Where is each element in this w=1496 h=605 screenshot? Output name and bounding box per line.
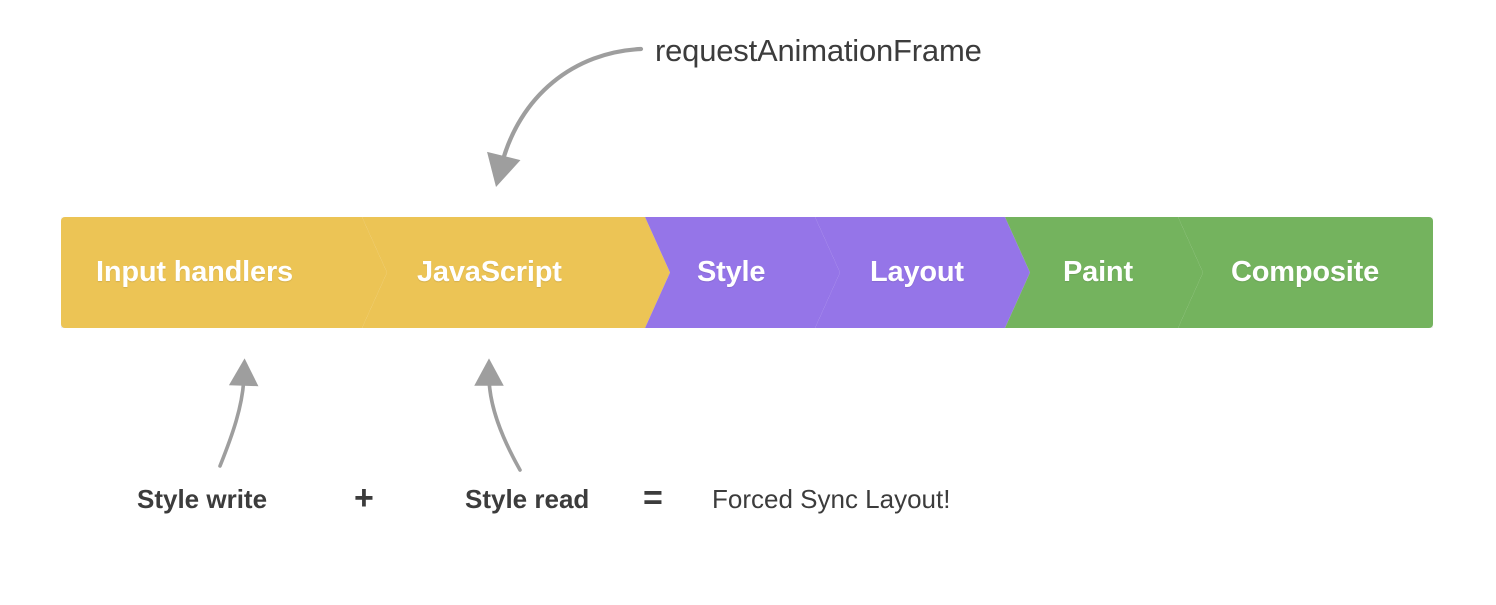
pipeline-segment-label: Paint: [1063, 256, 1133, 288]
equation-result-forced-sync-layout: Forced Sync Layout!: [712, 484, 951, 514]
rendering-pipeline: Input handlers JavaScript Style Layout P…: [61, 217, 1433, 328]
style-write-arrow-path: [218, 358, 259, 468]
equation-operator-plus: +: [354, 479, 374, 517]
equation-operator-equals: =: [643, 479, 663, 517]
pipeline-segment-label: Input handlers: [96, 256, 293, 288]
pipeline-segment-layout[interactable]: Layout: [815, 217, 1030, 328]
pipeline-segment-paint[interactable]: Paint: [1005, 217, 1203, 328]
pipeline-segment-label: Composite: [1231, 256, 1380, 288]
pipeline-segment-style[interactable]: Style: [645, 217, 840, 328]
pipeline-segment-label: Style: [697, 256, 766, 288]
equation-term-style-write: Style write: [137, 484, 268, 514]
style-read-arrow-path: [474, 358, 522, 472]
pipeline-segment-label: Layout: [870, 256, 964, 288]
pipeline-segment-label: JavaScript: [417, 256, 562, 288]
equation-term-style-read: Style read: [465, 484, 590, 514]
raf-arrow-path: [487, 46, 644, 187]
raf-callout-label: requestAnimationFrame: [655, 33, 982, 68]
pipeline-segment-javascript[interactable]: JavaScript: [362, 217, 670, 328]
pipeline-segment-composite[interactable]: Composite: [1178, 217, 1433, 328]
pipeline-segment-input-handlers[interactable]: Input handlers: [61, 217, 387, 328]
